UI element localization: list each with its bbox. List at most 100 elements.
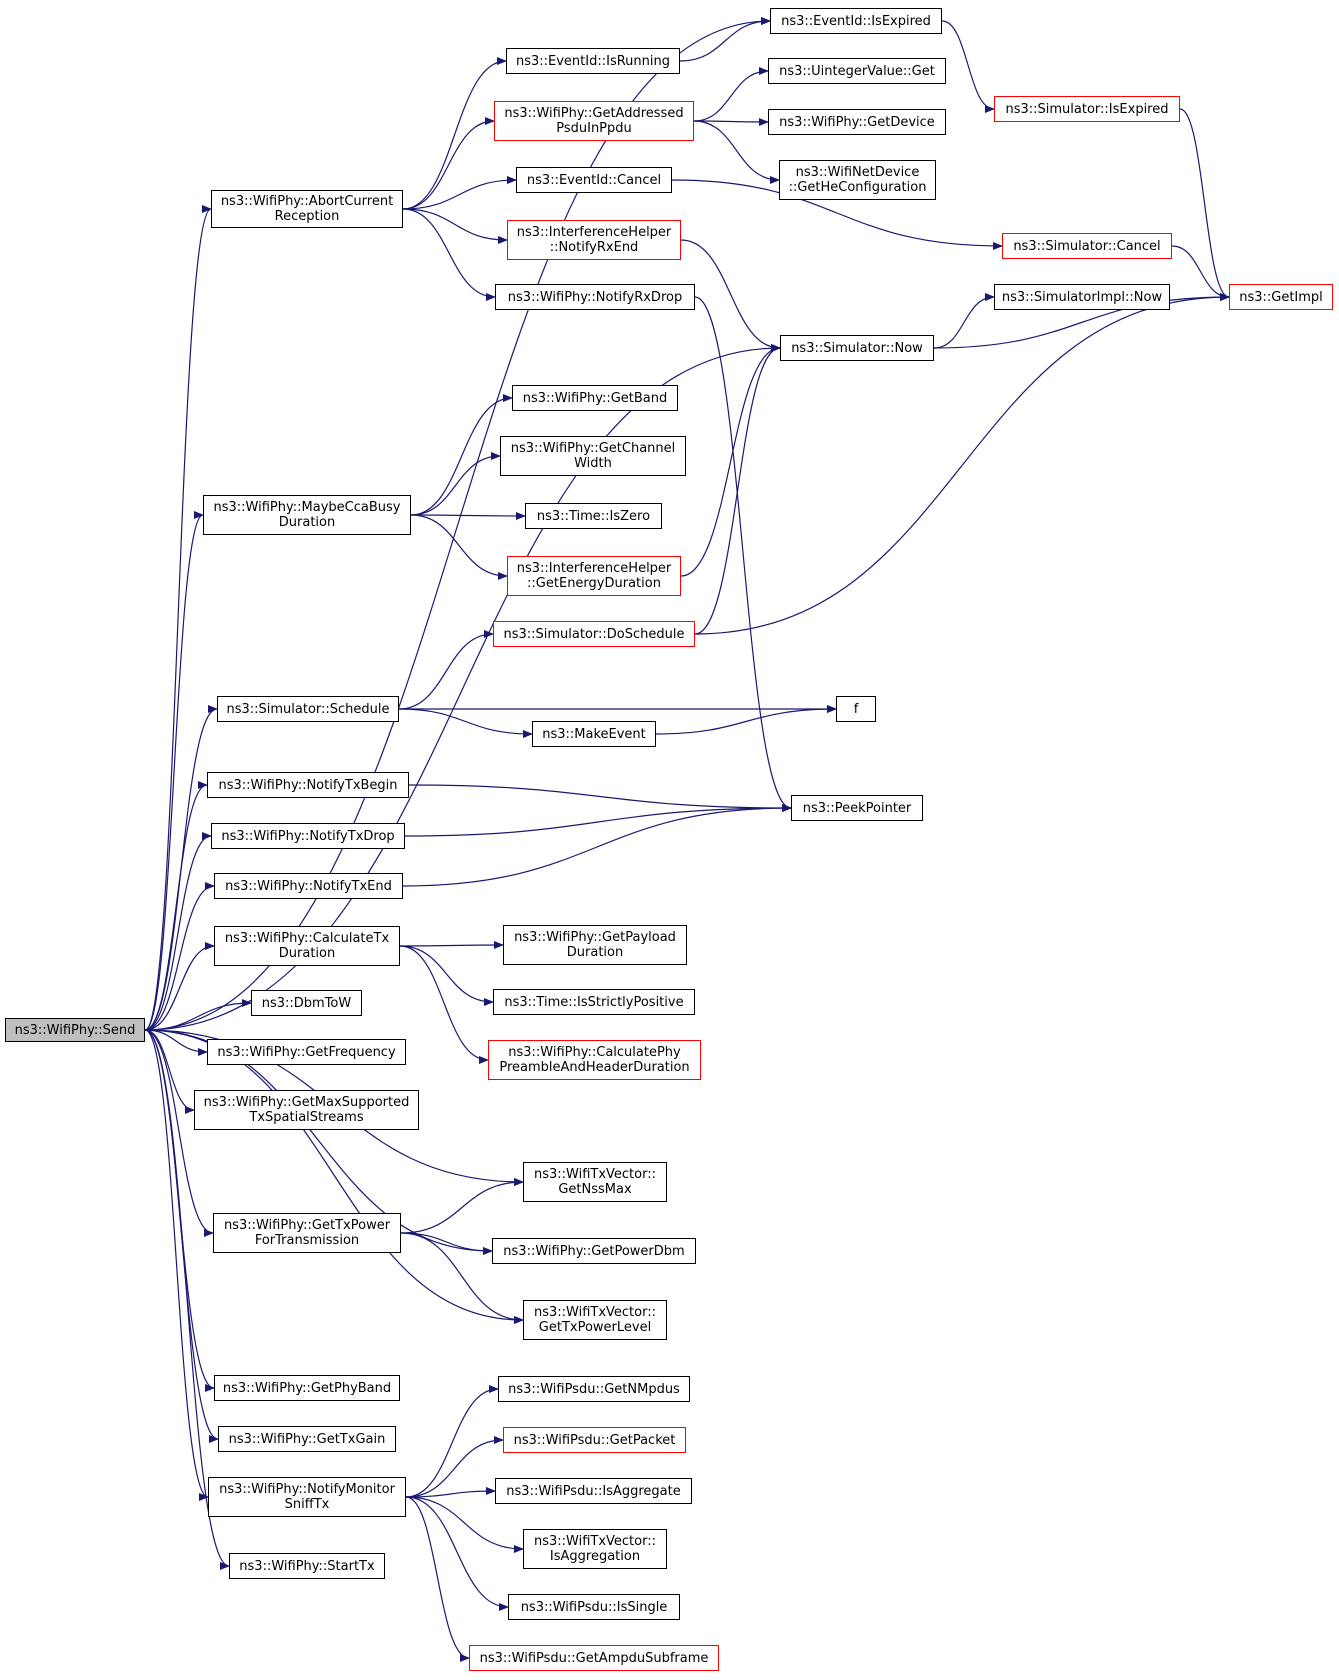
node-iszero[interactable]: ns3::Time::IsZero: [525, 503, 662, 529]
node-label: IsAggregation: [549, 1549, 641, 1564]
node-label: ns3::EventId::Cancel: [526, 172, 662, 188]
node-strictpos[interactable]: ns3::Time::IsStrictlyPositive: [493, 989, 695, 1015]
node-label: ns3::Simulator::DoSchedule: [503, 626, 685, 642]
node-label: ns3::WifiPhy::Send: [14, 1022, 136, 1038]
node-txdrop[interactable]: ns3::WifiPhy::NotifyTxDrop: [211, 823, 405, 849]
node-makeevent[interactable]: ns3::MakeEvent: [532, 721, 656, 747]
node-label: ns3::WifiPsdu::GetAmpduSubframe: [479, 1650, 709, 1666]
node-getimpl[interactable]: ns3::GetImpl: [1229, 284, 1333, 310]
node-label: ns3::InterferenceHelper: [516, 225, 672, 240]
node-label: ns3::WifiPhy::CalculateTx: [224, 931, 390, 946]
node-f[interactable]: f: [836, 696, 876, 722]
node-phyband[interactable]: ns3::WifiPhy::GetPhyBand: [214, 1375, 400, 1401]
node-dbmtow[interactable]: ns3::DbmToW: [251, 990, 362, 1016]
edge-energy-to-simnow: [680, 344, 781, 577]
node-label: ns3::WifiPsdu::GetNMpdus: [508, 1381, 680, 1397]
node-txgain[interactable]: ns3::WifiPhy::GetTxGain: [218, 1426, 396, 1452]
edge-send-to-txend: [144, 882, 215, 1031]
node-label: ns3::MakeEvent: [542, 726, 646, 742]
node-label: GetTxPowerLevel: [538, 1320, 652, 1335]
node-starttx[interactable]: ns3::WifiPhy::StartTx: [229, 1553, 385, 1579]
node-simnow[interactable]: ns3::Simulator::Now: [780, 335, 934, 361]
node-label: ns3::WifiPhy::GetPhyBand: [222, 1380, 392, 1396]
edge-getaddr-to-gethe: [693, 120, 780, 184]
node-label: ::NotifyRxEnd: [549, 240, 639, 255]
node-label: ::GetEnergyDuration: [527, 576, 661, 591]
node-sched[interactable]: ns3::Simulator::Schedule: [217, 696, 399, 722]
node-cancel[interactable]: ns3::EventId::Cancel: [516, 167, 672, 193]
node-label: ns3::DbmToW: [261, 995, 352, 1011]
node-label: ns3::Time::IsZero: [536, 508, 651, 524]
node-label: ns3::WifiPhy::GetAddressed: [504, 106, 684, 121]
node-getband[interactable]: ns3::WifiPhy::GetBand: [512, 385, 678, 411]
node-label: SniffTx: [284, 1497, 330, 1512]
node-isrunning[interactable]: ns3::EventId::IsRunning: [506, 48, 680, 74]
node-energy[interactable]: ns3::InterferenceHelper::GetEnergyDurati…: [507, 556, 681, 596]
node-label: Duration: [278, 515, 336, 530]
edge-cca-to-chanwidth: [410, 452, 501, 516]
node-txbegin[interactable]: ns3::WifiPhy::NotifyTxBegin: [207, 772, 409, 798]
node-getpacket[interactable]: ns3::WifiPsdu::GetPacket: [503, 1427, 686, 1453]
edge-dosched-to-getimpl: [694, 293, 1230, 635]
edge-makeevent-to-f: [655, 705, 837, 735]
edge-isexpired-to-simexpired: [941, 20, 995, 113]
edge-getaddr-to-uintget: [693, 67, 769, 122]
edge-send-to-abort: [144, 205, 212, 1031]
node-txend[interactable]: ns3::WifiPhy::NotifyTxEnd: [214, 873, 403, 899]
edge-send-to-isexpired: [144, 17, 771, 1031]
node-powerdbm[interactable]: ns3::WifiPhy::GetPowerDbm: [492, 1238, 696, 1264]
edge-dosched-to-simnow: [694, 344, 781, 635]
node-label: ns3::PeekPointer: [802, 800, 912, 816]
node-isexpired[interactable]: ns3::EventId::IsExpired: [770, 8, 942, 34]
node-isagg[interactable]: ns3::WifiPsdu::IsAggregate: [495, 1478, 692, 1504]
node-nssmax[interactable]: ns3::WifiTxVector::GetNssMax: [523, 1162, 667, 1202]
edge-rxdrop-to-peek: [694, 296, 792, 812]
node-send[interactable]: ns3::WifiPhy::Send: [5, 1018, 145, 1042]
node-label: ns3::WifiPhy::NotifyMonitor: [219, 1482, 395, 1497]
node-issingle[interactable]: ns3::WifiPsdu::IsSingle: [508, 1594, 680, 1620]
node-nmpdus[interactable]: ns3::WifiPsdu::GetNMpdus: [498, 1376, 690, 1402]
node-gethe[interactable]: ns3::WifiNetDevice::GetHeConfiguration: [779, 160, 936, 200]
node-powerlevel[interactable]: ns3::WifiTxVector::GetTxPowerLevel: [523, 1300, 667, 1340]
node-label: f: [853, 701, 859, 717]
edge-cca-to-getband: [410, 394, 513, 516]
edge-txdrop-to-peek: [404, 804, 792, 837]
edge-sched-to-makeevent: [398, 708, 533, 738]
edge-ihrxend-to-simnow: [680, 239, 781, 352]
edge-simnow-to-implnow: [933, 293, 995, 349]
node-label: ns3::WifiPsdu::IsSingle: [520, 1599, 668, 1615]
node-subframe[interactable]: ns3::WifiPsdu::GetAmpduSubframe: [469, 1645, 719, 1671]
node-dosched[interactable]: ns3::Simulator::DoSchedule: [493, 621, 695, 647]
node-label: ns3::WifiPhy::NotifyTxBegin: [218, 777, 398, 793]
node-isaggregation[interactable]: ns3::WifiTxVector::IsAggregation: [523, 1529, 667, 1569]
node-uintget[interactable]: ns3::UintegerValue::Get: [768, 58, 946, 84]
node-simcancel[interactable]: ns3::Simulator::Cancel: [1002, 233, 1172, 259]
node-simexpired[interactable]: ns3::Simulator::IsExpired: [994, 96, 1180, 122]
node-label: ns3::WifiPhy::CalculatePhy: [508, 1045, 681, 1060]
node-label: ns3::WifiTxVector::: [533, 1305, 656, 1320]
node-peek[interactable]: ns3::PeekPointer: [791, 795, 923, 821]
edge-send-to-txdrop: [144, 832, 212, 1031]
node-label: ns3::WifiPsdu::IsAggregate: [506, 1483, 681, 1499]
node-implnow[interactable]: ns3::SimulatorImpl::Now: [994, 284, 1170, 310]
node-getdevice[interactable]: ns3::WifiPhy::GetDevice: [768, 109, 946, 135]
node-rxdrop[interactable]: ns3::WifiPhy::NotifyRxDrop: [495, 284, 695, 310]
edge-send-to-monitor: [144, 1029, 209, 1501]
edge-abort-to-cancel: [402, 176, 517, 210]
edge-simexpired-to-getimpl: [1179, 108, 1230, 301]
node-label: ns3::WifiPhy::GetPayload: [514, 930, 676, 945]
node-label: ::GetHeConfiguration: [788, 180, 927, 195]
node-getfreq[interactable]: ns3::WifiPhy::GetFrequency: [207, 1039, 406, 1065]
node-ihrxend[interactable]: ns3::InterferenceHelper::NotifyRxEnd: [507, 220, 681, 260]
